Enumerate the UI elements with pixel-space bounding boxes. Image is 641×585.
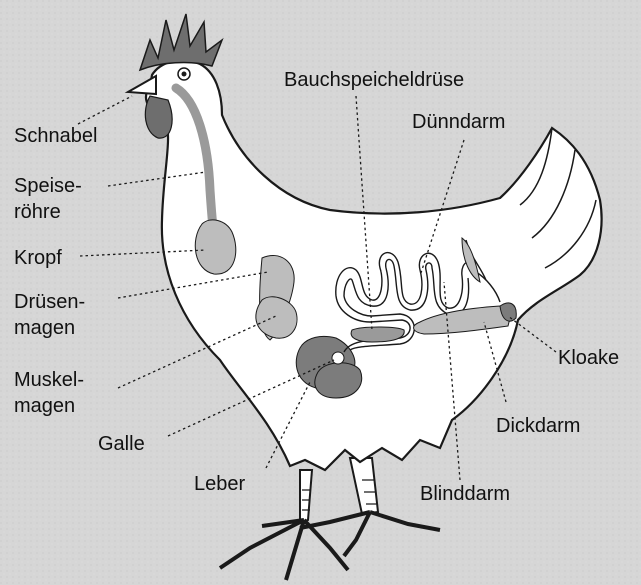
- label-blinddarm: Blinddarm: [420, 483, 510, 505]
- label-bauchspeicheldruese: Bauchspeicheldrüse: [284, 69, 464, 91]
- label-speiseroehre-2: röhre: [14, 201, 61, 223]
- label-druesenmagen-1: Drüsen-: [14, 291, 85, 313]
- label-schnabel: Schnabel: [14, 125, 97, 147]
- gizzard: [315, 363, 362, 398]
- label-druesenmagen-2: magen: [14, 317, 75, 339]
- label-leber: Leber: [194, 473, 245, 495]
- label-muskelmagen-2: magen: [14, 395, 75, 417]
- label-speiseroehre-1: Speise-: [14, 175, 82, 197]
- gallbladder: [332, 352, 344, 364]
- crop: [195, 220, 236, 274]
- label-galle: Galle: [98, 433, 145, 455]
- label-dickdarm: Dickdarm: [496, 415, 580, 437]
- label-muskelmagen-1: Muskel-: [14, 369, 84, 391]
- label-duenndarm: Dünndarm: [412, 111, 505, 133]
- pancreas: [351, 327, 404, 342]
- label-kloake: Kloake: [558, 347, 619, 369]
- label-kropf: Kropf: [14, 247, 62, 269]
